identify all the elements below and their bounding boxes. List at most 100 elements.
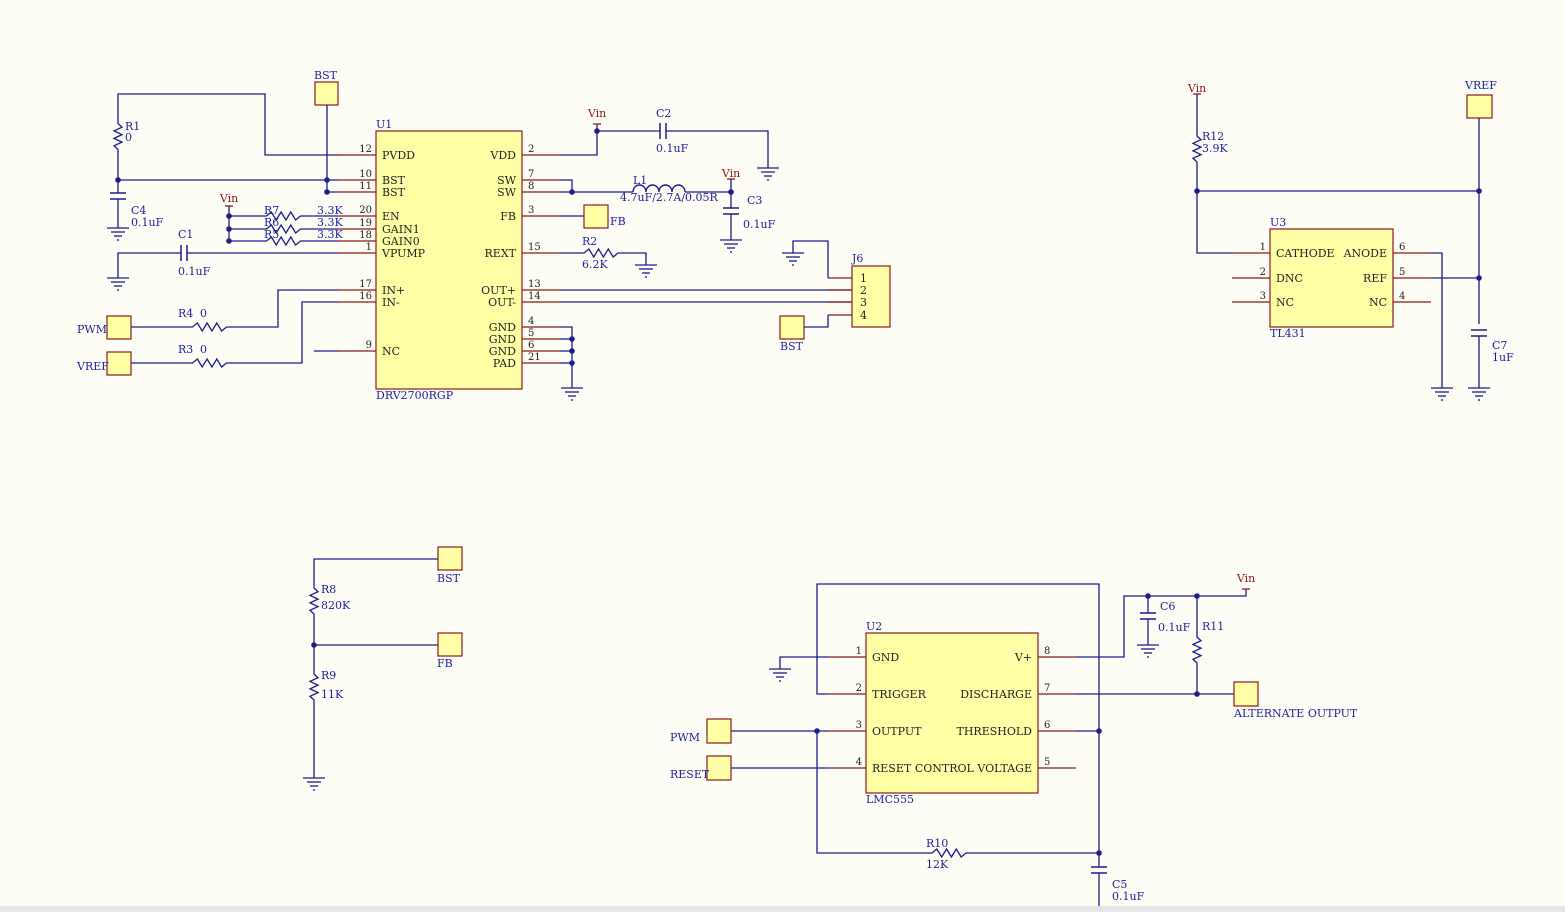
power-port-vin: Vin [1187, 82, 1206, 95]
power-port-vin: Vin [587, 107, 606, 120]
bst-port-divider-label: BST [437, 572, 461, 585]
r9-ref: R9 [321, 669, 336, 682]
inductor [632, 184, 686, 193]
c6-ref: C6 [1160, 600, 1175, 613]
horizontal-scrollbar[interactable] [0, 906, 1565, 912]
u1-ref: U1 [376, 118, 392, 131]
c2-ref: C2 [656, 107, 671, 120]
r10-value: 12K [926, 858, 949, 871]
wire [779, 656, 828, 669]
bst-port-divider [437, 546, 463, 571]
resistor [229, 210, 338, 222]
wire [1196, 170, 1232, 254]
resistor [1191, 630, 1203, 670]
pin-name: NC [1369, 296, 1387, 309]
r4-value: 0 [200, 307, 207, 320]
pin-name: NC [1276, 296, 1294, 309]
pin-number: 4 [528, 316, 534, 327]
pin-name: OUTPUT [872, 725, 922, 738]
j6-pin-number: 2 [860, 284, 867, 297]
power-port-vin: Vin [1236, 572, 1255, 585]
fb-port-label: FB [610, 215, 626, 228]
pin-name: GAIN0 [382, 235, 420, 248]
j6-pin-number: 3 [860, 296, 867, 309]
pwm-port-label: PWM [77, 323, 107, 336]
pin-name: VPUMP [381, 247, 426, 260]
pin-number: 1 [366, 242, 372, 253]
pin-number: 6 [1044, 720, 1050, 731]
vref-port [106, 351, 132, 376]
wire [560, 124, 598, 156]
pin-name: REXT [485, 247, 517, 260]
pin-number: 2 [528, 144, 534, 155]
r12-value: 3.9K [1202, 142, 1228, 155]
junction-dot [569, 336, 575, 342]
pin-name: REF [1363, 272, 1387, 285]
pwm-port-u2-label: PWM [670, 731, 700, 744]
u1-body [375, 130, 523, 390]
pin-name: TRIGGER [872, 688, 927, 701]
r10-ref: R10 [926, 837, 948, 850]
r8-ref: R8 [321, 583, 336, 596]
c1-ref: C1 [178, 228, 193, 241]
pin-number: 2 [856, 683, 862, 694]
c1-value: 0.1uF [178, 265, 211, 278]
pin-name: NC [382, 345, 400, 358]
resistor [1191, 128, 1203, 170]
fb-port-divider-label: FB [437, 657, 453, 670]
fb-port [583, 204, 609, 229]
c6-value: 0.1uF [1158, 621, 1191, 634]
pin-number: 4 [1399, 291, 1405, 302]
r12-ref: R12 [1202, 130, 1224, 143]
bst-port-j6-label: BST [780, 340, 804, 353]
wire [117, 93, 338, 156]
pin-name: OUT- [488, 296, 516, 309]
wire [1431, 252, 1443, 388]
pin-name: GND [489, 321, 516, 334]
pin-number: 1 [856, 646, 862, 657]
vref-port-u3-label: VREF [1464, 79, 1497, 92]
r5-ref: R5 [264, 228, 279, 241]
pin-number: 20 [359, 205, 372, 216]
pin-name: OUT+ [481, 284, 516, 297]
pin-number: 6 [528, 340, 534, 351]
resistor [582, 247, 620, 259]
junction-dot [569, 360, 575, 366]
fb-port-divider [437, 632, 463, 657]
pin-number: 5 [1044, 757, 1050, 768]
wire [816, 731, 918, 854]
pin-number: 19 [359, 218, 372, 229]
reset-port-label: RESET [670, 768, 710, 781]
u2-ref: U2 [866, 620, 882, 633]
c3-value: 0.1uF [743, 218, 776, 231]
resistor [177, 357, 242, 369]
pin-name: PVDD [382, 149, 415, 162]
pin-number: 17 [359, 279, 372, 290]
resistor [112, 118, 124, 155]
resistor [308, 664, 320, 710]
resistor [918, 847, 980, 859]
c4-ref: C4 [131, 204, 146, 217]
junction-dot [1194, 188, 1200, 194]
pin-number: 3 [528, 205, 534, 216]
pin-number: 9 [366, 340, 372, 351]
pin-number: 5 [528, 328, 534, 339]
r5-value: 3.3K [317, 228, 343, 241]
pin-number: 1 [1260, 242, 1266, 253]
pin-name: FB [500, 210, 516, 223]
r7-ref: R7 [264, 204, 279, 217]
wire [666, 130, 769, 168]
wire [242, 301, 338, 364]
u2-part: LMC555 [866, 793, 914, 806]
c4-value: 0.1uF [131, 216, 164, 229]
wire [620, 252, 647, 265]
j6-body [851, 265, 891, 328]
wire [816, 583, 1100, 853]
pin-number: 14 [528, 291, 541, 302]
bst-port-j6 [779, 315, 805, 340]
r4-ref: R4 [178, 307, 193, 320]
pin-name: GND [489, 333, 516, 346]
r6-ref: R6 [264, 216, 279, 229]
wire [792, 240, 829, 278]
